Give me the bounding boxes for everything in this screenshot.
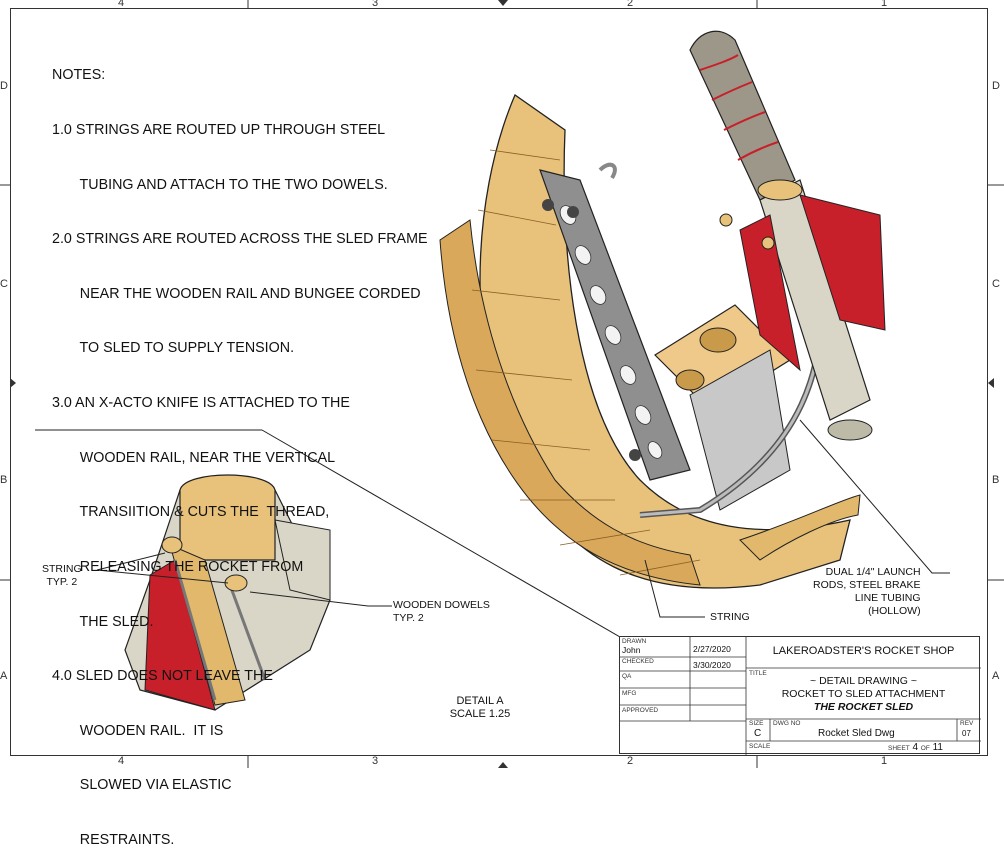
note-line: TO SLED TO SUPPLY TENSION. (52, 340, 295, 357)
sled-assembly (439, 30, 886, 589)
tb-dwgno: Rocket Sled Dwg (818, 728, 895, 739)
tb-title-label: TITLE (749, 670, 767, 677)
tb-dwgno-label: DWG NO (773, 720, 801, 727)
rocket-fin-left (739, 214, 801, 372)
tb-size-label: SIZE (749, 720, 764, 727)
tb-company: LAKEROADSTER'S ROCKET SHOP (772, 645, 955, 657)
notes-heading: NOTES: (52, 67, 106, 84)
title-block: DRAWN John 2/27/2020 CHECKED 3/30/2020 Q… (619, 636, 981, 755)
zone-right-a: A (992, 670, 1000, 682)
detail-title: DETAIL A (456, 695, 504, 707)
note-line: WOODEN RAIL. IT IS (52, 722, 224, 739)
sled-strut (739, 494, 861, 561)
zone-bottom-4: 4 (118, 755, 125, 767)
sled-bracket (689, 349, 791, 511)
note-line: SLOWED VIA ELASTIC (52, 777, 232, 794)
rocket-nose (689, 30, 796, 201)
callout-string-typ: STRING TYP. 2 (42, 563, 82, 588)
note-line: TRANSIITION & CUTS THE THREAD, (52, 504, 330, 521)
note-line: RELEASING THE ROCKET FROM (52, 558, 304, 575)
note-line: RESTRAINTS. (52, 831, 175, 848)
note-line: 1.0 STRINGS ARE ROUTED UP THROUGH STEEL (52, 122, 386, 139)
zone-top-3: 3 (372, 0, 379, 9)
note-line: THE SLED. (52, 613, 154, 630)
zone-right-c: C (992, 278, 1000, 290)
rail-side (439, 219, 701, 586)
note-line: WOODEN RAIL, NEAR THE VERTICAL (52, 449, 336, 466)
tb-rev: 07 (962, 729, 971, 738)
tb-sheet-label: SHEET (888, 745, 910, 752)
tb-checked-date: 3/30/2020 (693, 660, 731, 670)
detail-scale: SCALE 1.25 (449, 708, 511, 720)
tb-rev-label: REV (960, 720, 974, 727)
zone-left-d: D (0, 80, 8, 92)
zone-ticks (0, 0, 1004, 768)
rocket-fin-right (799, 194, 886, 331)
tb-scale-label: SCALE (749, 743, 771, 750)
detail-caption: DETAIL A SCALE 1.25 (420, 695, 540, 721)
zone-left-b: B (0, 474, 8, 486)
note-line: 2.0 STRINGS ARE ROUTED ACROSS THE SLED F… (52, 231, 428, 248)
note-line: 4.0 SLED DOES NOT LEAVE THE (52, 668, 273, 685)
zone-bottom-3: 3 (372, 755, 379, 767)
tb-title-line1: ~ DETAIL DRAWING ~ (810, 675, 917, 687)
notes-block: NOTES: 1.0 STRINGS ARE ROUTED UP THROUGH… (52, 30, 428, 867)
zone-left-a: A (0, 670, 8, 682)
callout-string: STRING (710, 611, 750, 623)
center-arrows (10, 0, 994, 768)
note-line: 3.0 AN X-ACTO KNIFE IS ATTACHED TO THE (52, 395, 350, 412)
tb-mfg-label: MFG (622, 690, 637, 697)
tb-title-line3: THE ROCKET SLED (813, 701, 914, 713)
tb-checked-label: CHECKED (622, 658, 654, 665)
tb-sheet: SHEET 4 OF 11 (888, 742, 943, 753)
tb-drawn-by: John (622, 645, 641, 655)
note-line: TUBING AND ATTACH TO THE TWO DOWELS. (52, 176, 388, 193)
tb-of-label: OF (920, 745, 930, 752)
tb-sheet-number: 4 (912, 742, 919, 753)
tb-title-line2: ROCKET TO SLED ATTACHMENT (781, 688, 946, 700)
zone-top-1: 1 (881, 0, 888, 9)
callout-launch-rods: DUAL 1/4" LAUNCH RODS, STEEL BRAKE LINE … (813, 566, 921, 617)
detail-a-view (124, 474, 331, 711)
tb-qa-label: QA (622, 673, 632, 680)
zone-bottom-1: 1 (881, 755, 888, 767)
note-line: NEAR THE WOODEN RAIL AND BUNGEE CORDED (52, 285, 421, 302)
zone-top-2: 2 (627, 0, 634, 9)
zone-left-c: C (0, 278, 8, 290)
zone-bottom-2: 2 (627, 755, 634, 767)
tb-size: C (754, 728, 762, 739)
callout-leaders (96, 419, 950, 618)
zone-top-4: 4 (118, 0, 125, 9)
tb-approved-label: APPROVED (622, 707, 659, 714)
drawing-artwork (0, 0, 1004, 768)
callout-wooden-dowels: WOODEN DOWELS TYP. 2 (393, 599, 490, 624)
tb-sheet-total: 11 (932, 742, 943, 753)
title-block-grid (620, 637, 981, 755)
tb-drawn-date: 2/27/2020 (693, 644, 731, 654)
tb-drawn-label: DRAWN (622, 638, 647, 645)
zone-right-b: B (992, 474, 1000, 486)
zone-right-d: D (992, 80, 1000, 92)
